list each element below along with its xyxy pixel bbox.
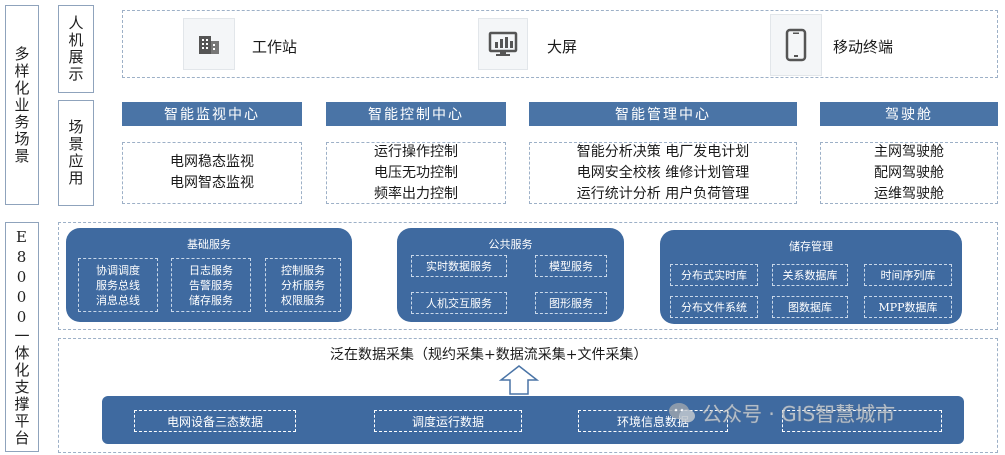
storage-item: MPP数据库 (864, 296, 952, 318)
monitor-center-header: 智能监视中心 (122, 102, 302, 126)
watermark: 公众号 · GIS智慧城市 (668, 398, 895, 427)
public-services-panel: 公共服务 实时数据服务 模型服务 人机交互服务 图形服务 (397, 228, 624, 322)
basic-group-3: 控制服务 分析服务 权限服务 (265, 258, 341, 312)
public-item: 图形服务 (535, 292, 607, 314)
basic-item: 控制服务 (281, 263, 325, 277)
collection-item-dispatch: 调度运行数据 (374, 410, 522, 432)
storage-item: 分布文件系统 (670, 296, 758, 318)
cockpit-box: 主网驾驶舱 配网驾驶舱 运维驾驶舱 (820, 142, 998, 204)
platform-side-text: E8000一体化支撑平台 (12, 227, 31, 447)
public-item: 实时数据服务 (411, 255, 507, 277)
hmi-label: 人机展示 (58, 5, 94, 93)
monitor-line-2: 电网智态监视 (170, 175, 254, 191)
public-services-title: 公共服务 (488, 238, 533, 251)
up-arrow-icon (498, 365, 540, 395)
management-line-1: 智能分析决策 电厂发电计划 (576, 143, 750, 160)
hmi-label-text: 人机展示 (66, 15, 85, 83)
control-line-3: 频率出力控制 (374, 185, 458, 202)
basic-item: 协调调度 (96, 263, 140, 277)
building-icon (199, 36, 219, 54)
scenario-side-label: 多样化业务场景 (5, 5, 39, 205)
storage-title: 储存管理 (789, 240, 833, 253)
basic-item: 分析服务 (281, 278, 325, 292)
control-center-header: 智能控制中心 (326, 102, 506, 126)
watermark-text: 公众号 · GIS智慧城市 (702, 402, 896, 426)
storage-item: 时间序列库 (864, 264, 952, 286)
terminals-row (122, 10, 998, 78)
bigscreen-tile (478, 18, 528, 70)
monitor-chart-icon (488, 31, 518, 56)
control-line-2: 电压无功控制 (374, 164, 458, 181)
basic-item: 服务总线 (96, 278, 140, 292)
cockpit-header: 驾驶舱 (820, 102, 998, 126)
basic-group-1: 协调调度 服务总线 消息总线 (78, 258, 158, 312)
collection-item-environment: 环境信息数据 (578, 410, 728, 432)
basic-item: 消息总线 (96, 293, 140, 307)
collection-bar: 电网设备三态数据 调度运行数据 环境信息数据 (102, 396, 964, 444)
monitor-center-box: 电网稳态监视 电网智态监视 (122, 142, 302, 204)
workstation-tile (183, 18, 235, 70)
control-line-1: 运行操作控制 (374, 143, 458, 160)
workstation-label: 工作站 (252, 38, 298, 56)
platform-side-label: E8000一体化支撑平台 (5, 222, 39, 452)
wechat-icon (669, 402, 695, 422)
cockpit-line-3: 运维驾驶舱 (874, 185, 944, 202)
basic-group-2: 日志服务 告警服务 储存服务 (171, 258, 251, 312)
bigscreen-label: 大屏 (547, 38, 578, 56)
mobile-tile (770, 14, 822, 76)
basic-item: 储存服务 (189, 293, 233, 307)
basic-item: 告警服务 (189, 278, 233, 292)
storage-item: 关系数据库 (772, 264, 848, 286)
public-item: 人机交互服务 (411, 292, 507, 314)
storage-item: 图数据库 (772, 296, 848, 318)
control-center-box: 运行操作控制 电压无功控制 频率出力控制 (326, 142, 506, 204)
cockpit-line-1: 主网驾驶舱 (874, 143, 944, 160)
basic-item: 日志服务 (189, 263, 233, 277)
scenario-side-text: 多样化业务场景 (12, 45, 31, 165)
basic-item: 权限服务 (281, 293, 325, 307)
storage-panel: 储存管理 分布式实时库 关系数据库 时间序列库 分布文件系统 图数据库 MPP数… (660, 230, 962, 324)
management-center-box: 智能分析决策 电厂发电计划 电网安全校核 维修计划管理 运行统计分析 用户负荷管… (529, 142, 797, 204)
cockpit-line-2: 配网驾驶舱 (874, 164, 944, 181)
collection-item-extra (782, 410, 942, 432)
basic-services-panel: 基础服务 协调调度 服务总线 消息总线 日志服务 告警服务 储存服务 控制服务 … (66, 228, 352, 322)
mobile-phone-icon (785, 28, 807, 62)
storage-item: 分布式实时库 (670, 264, 758, 286)
monitor-line-1: 电网稳态监视 (170, 154, 254, 170)
scene-app-label: 场景应用 (58, 100, 94, 206)
basic-services-title: 基础服务 (187, 238, 231, 251)
scene-app-label-text: 场景应用 (66, 119, 85, 187)
management-line-3: 运行统计分析 用户负荷管理 (576, 185, 750, 202)
management-center-header: 智能管理中心 (529, 102, 797, 126)
public-item: 模型服务 (535, 255, 607, 277)
mobile-label: 移动终端 (833, 38, 894, 56)
collection-title: 泛在数据采集（规约采集+数据流采集+文件采集） (330, 347, 648, 363)
management-line-2: 电网安全校核 维修计划管理 (576, 164, 750, 181)
collection-item-equipment: 电网设备三态数据 (134, 410, 296, 432)
